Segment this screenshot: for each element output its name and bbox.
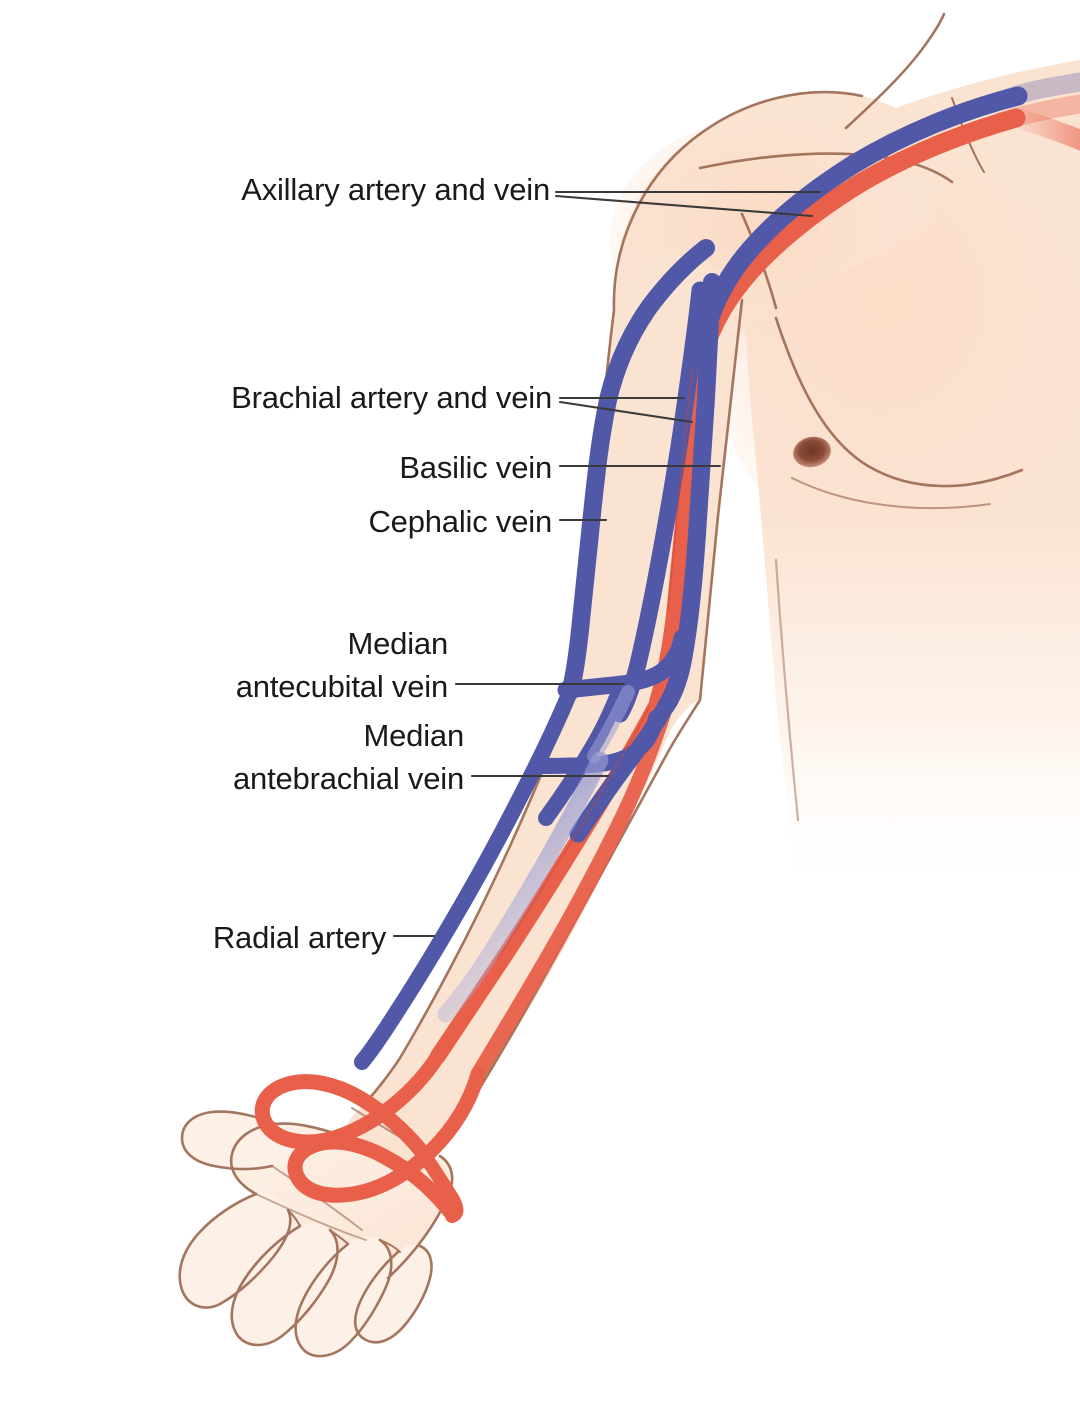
label-cephalic: Cephalic vein	[300, 502, 552, 541]
vessel-group	[254, 72, 1080, 1223]
brachial-artery-outline	[667, 367, 693, 611]
ulnar-artery	[470, 704, 672, 1082]
finger-web-2-outline	[329, 1229, 349, 1245]
label-brachial-line-1: Brachial artery and vein	[231, 380, 552, 415]
finger-web-3-outline	[379, 1239, 401, 1253]
label-brachial: Brachial artery and vein	[196, 378, 552, 417]
middle-finger-outline	[230, 1224, 339, 1347]
finger-web-1-outline	[287, 1209, 301, 1227]
label-median-antecubital-line-2: antecubital vein	[235, 669, 448, 704]
superficial-palmar-arch	[287, 1066, 486, 1222]
axillary-artery-fade	[990, 94, 1080, 132]
palmar-arch-link	[415, 1145, 464, 1223]
flank-outline	[774, 558, 800, 822]
pectoral-outline	[774, 316, 1024, 488]
thumb-outline	[180, 1110, 278, 1171]
shoulder-outline	[612, 90, 864, 312]
label-cephalic-line-1: Cephalic vein	[368, 504, 552, 539]
leader-lines	[392, 190, 822, 938]
label-axillary: Axillary artery and vein	[190, 170, 550, 209]
label-axillary-line-1: Axillary artery and vein	[241, 172, 550, 207]
label-median-antebrachial-line-2: antebrachial vein	[233, 761, 464, 796]
clavicle-outline	[698, 152, 954, 184]
label-median-antebrachial-line-1: Median	[363, 718, 465, 753]
middle-finger-shape	[231, 1222, 338, 1345]
index-finger-shape	[179, 1192, 291, 1308]
ring-finger-shape	[295, 1236, 392, 1357]
label-basilic-line-1: Basilic vein	[399, 450, 552, 485]
median-antebrachial-vein	[437, 751, 609, 1023]
neck-outline	[844, 12, 946, 130]
brachial-vein	[611, 281, 709, 723]
leader-axillary-2	[554, 194, 814, 218]
deep-palmar-arch	[254, 1048, 446, 1160]
leader-brachial-2	[558, 400, 694, 424]
radial-artery-outline	[497, 705, 651, 959]
little-finger-outline	[353, 1244, 433, 1344]
label-basilic: Basilic vein	[320, 448, 552, 487]
nipple	[793, 436, 831, 468]
axillary-vein-fade	[998, 72, 1080, 108]
hand-outline	[229, 1122, 344, 1196]
label-median-antebrachial: Median antebrachial vein	[180, 714, 464, 800]
label-radial-artery: Radial artery	[196, 918, 386, 957]
rib-crease-outline	[791, 477, 991, 510]
median-antecubital-vein	[557, 629, 691, 699]
ring-finger-outline	[294, 1238, 393, 1358]
label-median-antecubital: Median antecubital vein	[180, 622, 448, 708]
index-finger-outline	[178, 1192, 292, 1309]
label-median-antecubital-line-1: Median	[347, 626, 449, 661]
median-antebrachial-vein-upper	[587, 685, 635, 763]
cephalic-vein	[561, 239, 715, 701]
median-vein-connector	[530, 710, 664, 774]
cephalic-vein-forearm	[354, 684, 578, 1070]
little-finger-shape	[355, 1244, 432, 1343]
label-radial-artery-line-1: Radial artery	[212, 920, 386, 955]
palm-crease-outline	[255, 1193, 367, 1241]
